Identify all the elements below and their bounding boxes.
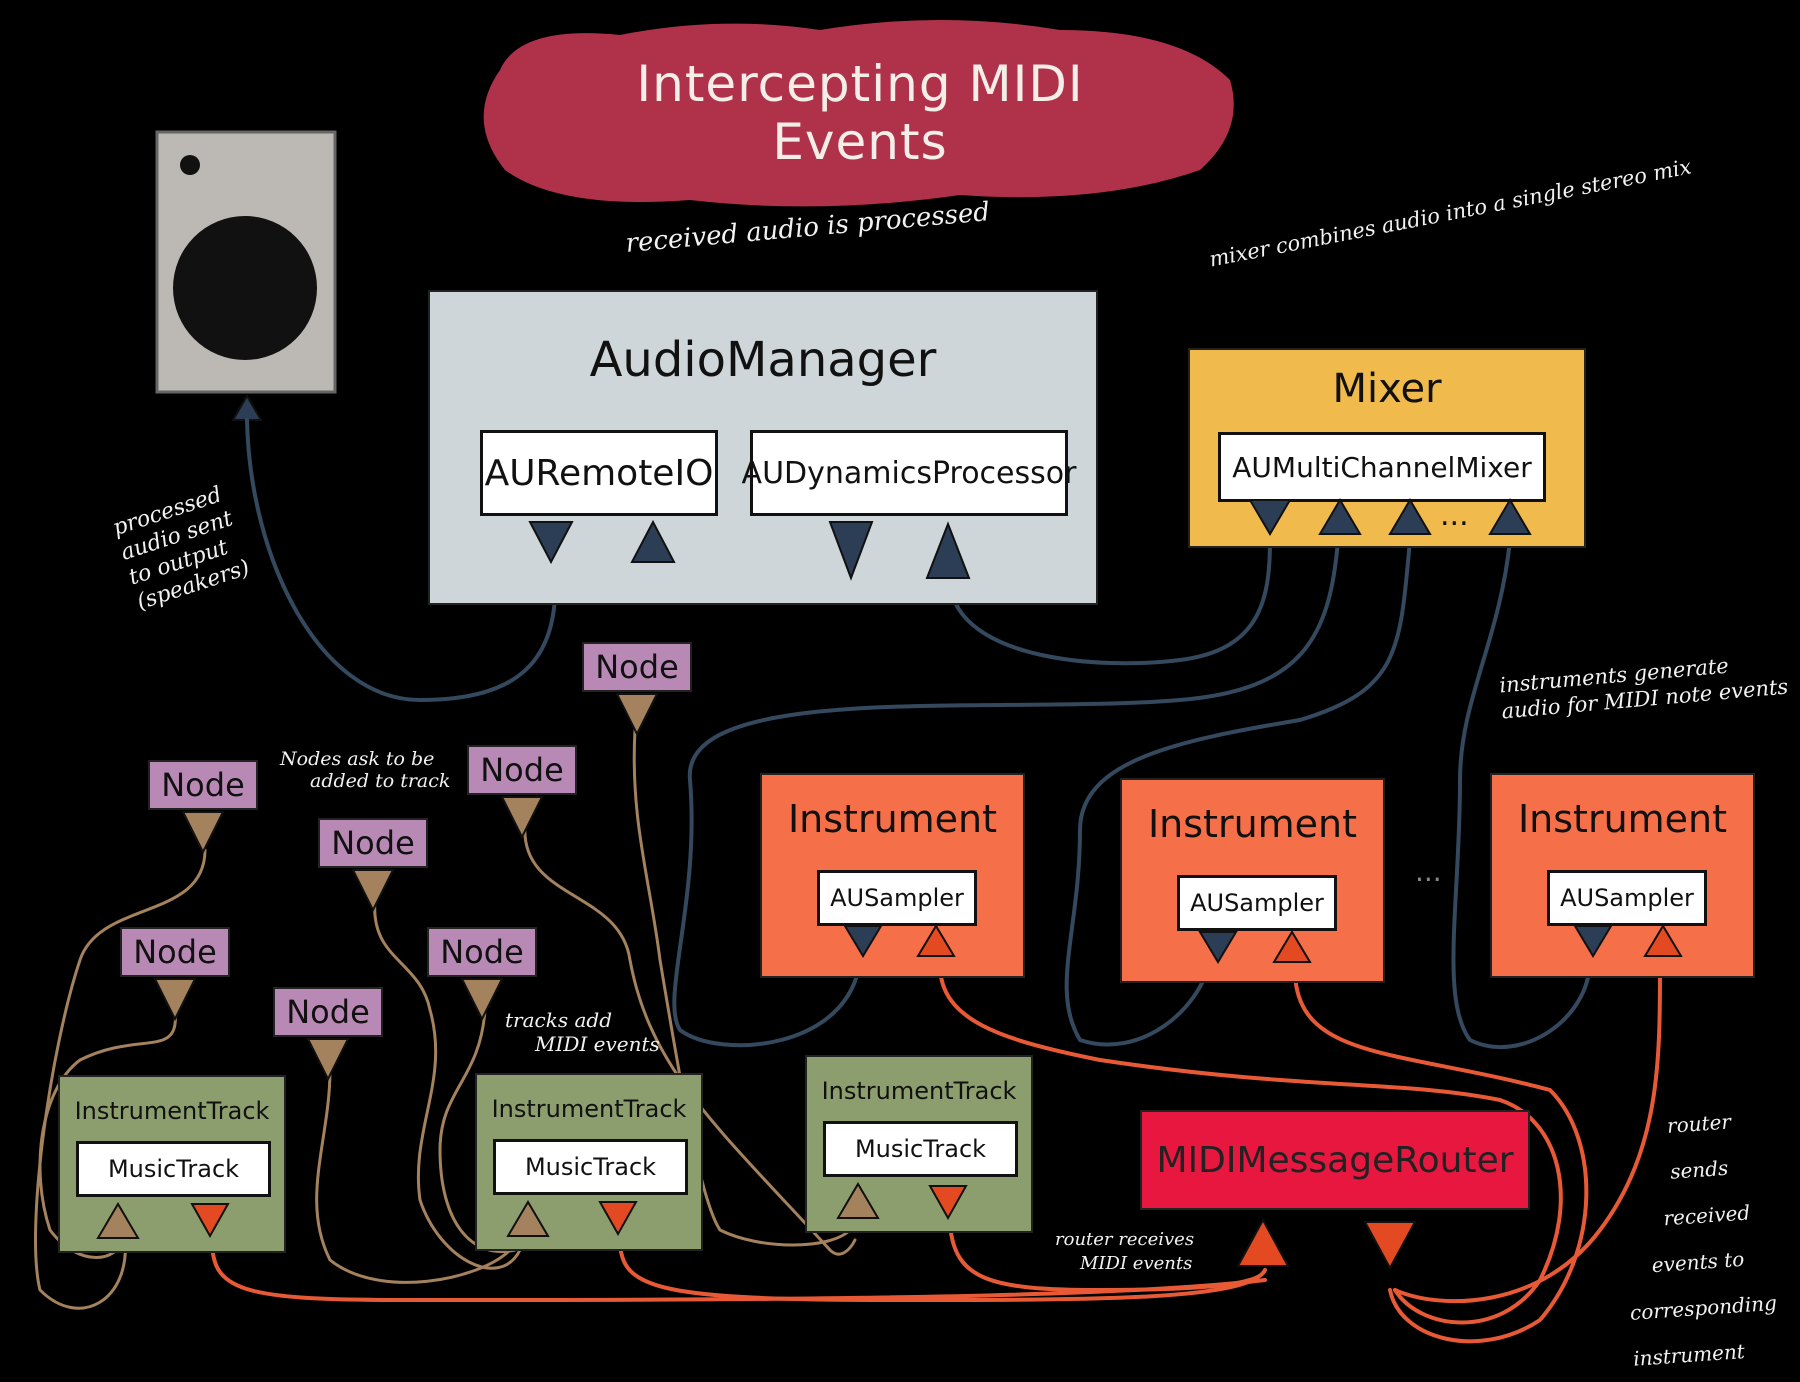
instrument-track-box-2: InstrumentTrack MusicTrack (475, 1073, 703, 1251)
aumultichannelmixer-unit: AUMultiChannelMixer (1218, 432, 1546, 502)
instrument-track-box-3: InstrumentTrack MusicTrack (805, 1055, 1033, 1233)
diagram-title: Intercepting MIDI Events (636, 55, 1084, 171)
instrument-track-title: InstrumentTrack (491, 1095, 687, 1123)
mixer-box: Mixer AUMultiChannelMixer ... (1188, 348, 1586, 548)
instrument-box-2: Instrument AUSampler (1120, 778, 1385, 983)
instrument-track-box-1: InstrumentTrack MusicTrack (58, 1075, 286, 1253)
audio-manager-title: AudioManager (589, 332, 937, 388)
note-line: router sends (1666, 1109, 1732, 1184)
auremoteio-unit: AURemoteIO (480, 430, 718, 516)
instrument-title: Instrument (787, 797, 998, 841)
musictrack-unit: MusicTrack (823, 1121, 1018, 1177)
node-box: Node (582, 642, 692, 692)
ausampler-unit: AUSampler (817, 870, 977, 926)
musictrack-unit: MusicTrack (76, 1141, 271, 1197)
instrument-track-title: InstrumentTrack (821, 1077, 1017, 1105)
note-line: MIDI events (1080, 1253, 1193, 1274)
audynamicsprocessor-unit: AUDynamicsProcessor (742, 430, 1076, 516)
instrument-ellipsis: ... (1415, 855, 1442, 888)
note-router-sends: router sends received events to correspo… (1616, 1094, 1800, 1382)
node-box: Node (148, 760, 258, 810)
note-tracks-add: tracks add MIDI events (505, 1008, 660, 1056)
instrument-box-3: Instrument AUSampler (1490, 773, 1755, 978)
note-line: tracks add (505, 1008, 612, 1032)
note-line: Nodes ask to be (280, 748, 435, 770)
musictrack-unit: MusicTrack (493, 1139, 688, 1195)
mixer-title: Mixer (1332, 366, 1442, 412)
node-box: Node (467, 745, 577, 795)
note-line: MIDI events (535, 1032, 660, 1056)
node-box: Node (427, 927, 537, 977)
midi-message-router-label: MIDIMessageRouter (1156, 1139, 1514, 1181)
node-box: Node (120, 927, 230, 977)
title-blob (483, 20, 1234, 207)
audio-manager-box: AudioManager AURemoteIO AUDynamicsProces… (428, 290, 1098, 605)
node-box: Node (318, 818, 428, 868)
mixer-ellipsis: ... (1440, 498, 1469, 533)
speaker-icon (155, 130, 337, 421)
node-box: Node (273, 987, 383, 1037)
instrument-title: Instrument (1147, 802, 1358, 846)
note-line: router receives (1055, 1229, 1195, 1250)
midi-message-router-box: MIDIMessageRouter (1140, 1110, 1530, 1210)
ausampler-unit: AUSampler (1547, 870, 1707, 926)
ausampler-unit: AUSampler (1177, 875, 1337, 931)
note-router-receives: router receives MIDI events (1055, 1228, 1194, 1276)
instrument-box-1: Instrument AUSampler (760, 773, 1025, 978)
note-line: added to track (310, 770, 451, 792)
note-nodes-ask: Nodes ask to be added to track (280, 748, 450, 792)
instrument-track-title: InstrumentTrack (74, 1097, 270, 1125)
instrument-title: Instrument (1517, 797, 1728, 841)
